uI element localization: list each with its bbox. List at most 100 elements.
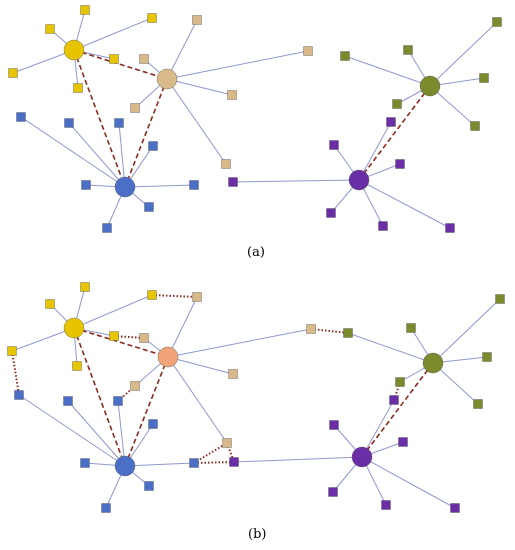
node-a [147,13,157,23]
edge-b [167,328,312,358]
dashed-edge-a [124,78,168,188]
node-b [450,503,460,513]
edge-b [73,294,153,329]
node-a [139,54,149,64]
edge-b [361,399,395,458]
node-a [148,141,158,151]
node-a [221,159,231,169]
edge-b [124,462,195,467]
node-b [113,396,123,406]
node-b [473,399,483,409]
hub-a [419,75,441,97]
hub-b [422,352,444,374]
dotted-edge-b [310,328,349,334]
edge-a [118,122,126,188]
node-b [7,346,17,356]
hub-a [114,176,136,198]
node-a [144,202,154,212]
dotted-edge-b [151,294,198,298]
edge-b [347,332,434,364]
node-b [109,331,119,341]
node-a [109,54,119,64]
hub-a [156,68,178,90]
edge-b [361,456,456,509]
node-b [343,328,353,338]
node-a [492,17,502,27]
edge-a [166,78,233,96]
node-b [328,487,338,497]
node-a [395,159,405,169]
node-b [80,282,90,292]
node-b [482,352,492,362]
node-b [189,458,199,468]
dashed-edge-b [73,327,169,358]
edge-a [20,116,126,188]
node-a [470,121,480,131]
node-a [102,223,112,233]
edge-a [12,49,75,74]
node-b [329,420,339,430]
node-b [148,419,158,429]
edge-a [344,55,431,87]
edge-a [68,122,126,188]
dashed-edge-a [358,85,431,181]
node-b [101,503,111,513]
edge-a [166,78,227,165]
node-a [228,177,238,187]
edge-a [358,121,392,181]
dotted-edge-b [193,442,228,464]
node-a [114,118,124,128]
node-a [326,208,336,218]
node-b [381,500,391,510]
node-a [73,83,83,93]
node-b [139,333,149,343]
node-a [64,118,74,128]
edge-a [166,19,198,80]
dotted-edge-b [113,335,145,339]
node-a [45,24,55,34]
edge-b [167,296,198,358]
node-a [403,45,413,55]
node-b [229,457,239,467]
node-a [227,90,237,100]
dashed-edge-b [124,356,169,467]
node-a [192,15,202,25]
node-a [130,103,140,113]
node-a [386,117,396,127]
node-b [14,390,24,400]
edge-a [73,17,153,51]
edge-b [11,327,75,352]
node-b [222,438,232,448]
node-a [392,99,402,109]
node-a [80,5,90,15]
node-a [340,51,350,61]
node-b [63,396,73,406]
panel-label-a: (a) [247,245,265,260]
node-b [72,361,82,371]
edge-b [18,394,126,467]
node-b [395,377,405,387]
node-b [306,324,316,334]
node-b [147,290,157,300]
node-a [16,112,26,122]
edge-a [124,184,195,188]
edge-a [358,179,451,229]
node-a [445,223,455,233]
node-b [130,381,140,391]
node-a [189,180,199,190]
node-a [378,221,388,231]
node-b [192,292,202,302]
hub-b [351,446,373,468]
dashed-edge-a [73,49,126,188]
dashed-edge-b [73,327,126,467]
dashed-edge-b [361,362,434,458]
dotted-edge-b [11,350,20,396]
node-b [495,294,505,304]
edge-a [429,21,498,87]
node-a [479,73,489,83]
node-a [329,140,339,150]
node-b [398,437,408,447]
node-b [45,299,55,309]
node-a [303,46,313,56]
